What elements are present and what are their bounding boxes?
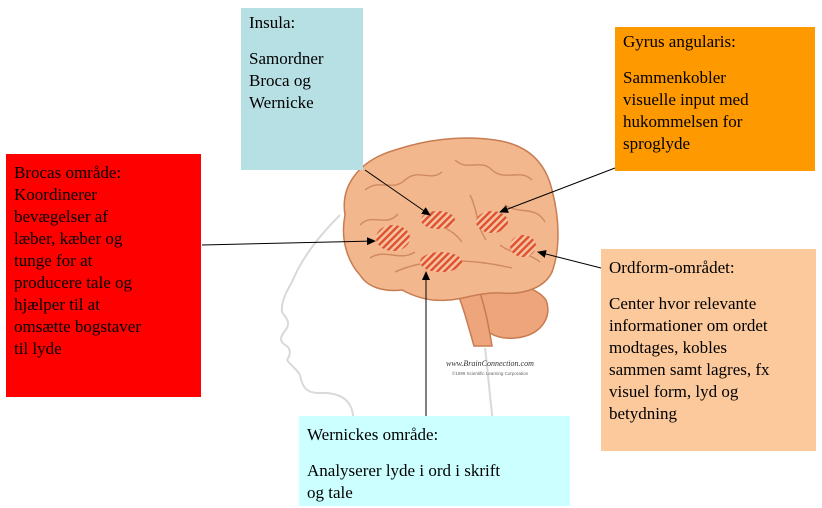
broca-line: hjælper til at: [14, 294, 193, 316]
gyrus-angularis-region: [476, 211, 508, 233]
ordform-line: visuel form, lyd og: [609, 381, 808, 403]
wernicke-line: Analyserer lyde i ord i skrift: [307, 460, 562, 482]
broca-line: Koordinerer: [14, 184, 193, 206]
insula-line: Samordner: [249, 48, 355, 70]
broca-line: tunge for at: [14, 250, 193, 272]
broca-line: læber, kæber og: [14, 228, 193, 250]
wernicke-callout: Wernickes område: Analyserer lyde i ord …: [299, 416, 570, 506]
wernicke-title: Wernickes område:: [307, 424, 562, 446]
broca-line: omsætte bogstaver: [14, 316, 193, 338]
ordform-line: sammen samt lagres, fx: [609, 359, 808, 381]
broca-region: [376, 225, 410, 251]
broca-line: producere tale og: [14, 272, 193, 294]
insula-line: Wernicke: [249, 92, 355, 114]
watermark-copyright: ©1999 Scientific Learning Corporation: [452, 370, 529, 376]
ordform-title: Ordform-området:: [609, 257, 808, 279]
ordform-region: [510, 235, 536, 257]
broca-line: bevægelser af: [14, 206, 193, 228]
gyrus-line: sproglyde: [623, 133, 807, 155]
insula-line: Broca og: [249, 70, 355, 92]
gyrus-line: Sammenkobler: [623, 67, 807, 89]
gyrus-line: visuelle input med: [623, 89, 807, 111]
insula-region: [421, 211, 455, 229]
ordform-callout: Ordform-området: Center hvor relevante i…: [601, 249, 816, 451]
insula-callout: Insula: Samordner Broca og Wernicke: [241, 8, 363, 170]
watermark-brand: www.BrainConnection.com: [446, 359, 534, 368]
gyrus-title: Gyrus angularis:: [623, 31, 807, 53]
broca-title: Brocas område:: [14, 162, 193, 184]
ordform-line: modtages, kobles: [609, 337, 808, 359]
wernicke-line: og tale: [307, 482, 562, 504]
ordform-line: Center hvor relevante: [609, 293, 808, 315]
broca-callout: Brocas område: Koordinerer bevægelser af…: [6, 154, 201, 397]
ordform-line: betydning: [609, 403, 808, 425]
insula-title: Insula:: [249, 12, 355, 34]
broca-line: til lyde: [14, 338, 193, 360]
gyrus-angularis-callout: Gyrus angularis: Sammenkobler visuelle i…: [615, 27, 815, 171]
ordform-line: informationer om ordet: [609, 315, 808, 337]
gyrus-line: hukommelsen for: [623, 111, 807, 133]
wernicke-region: [420, 252, 462, 272]
